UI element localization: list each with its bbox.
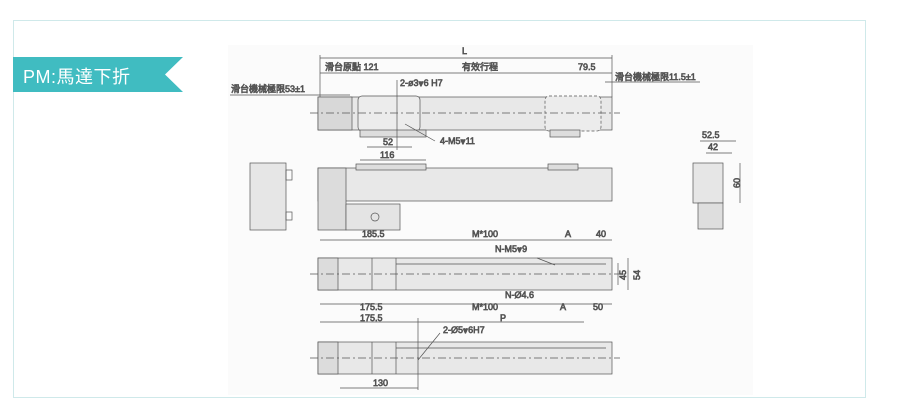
tap-hole-label: 4-M5⩔11 xyxy=(440,136,475,146)
top-view xyxy=(230,55,700,161)
tap-label: N-M5⩔9 xyxy=(495,244,527,254)
bottom-view-2 xyxy=(310,318,620,390)
dim-L: L xyxy=(462,46,467,56)
dim-175-5: 175.5 xyxy=(360,302,383,312)
dim-79-5: 79.5 xyxy=(578,62,596,72)
dim-40: 40 xyxy=(596,229,606,239)
dim-60: 60 xyxy=(732,178,742,188)
dim-42: 42 xyxy=(708,142,718,152)
dim-A-b: A xyxy=(560,302,566,312)
dim-130: 130 xyxy=(373,378,388,388)
limit-right: 滑台機械極限11.5±1 xyxy=(615,71,696,82)
dim-m100-b: M*100 xyxy=(472,302,498,312)
end-view xyxy=(692,140,741,230)
dim-45: 45 xyxy=(618,270,628,280)
section-ribbon: PM:馬達下折 xyxy=(13,57,183,92)
dim-stroke: 有效行程 xyxy=(462,61,498,72)
dim-116: 116 xyxy=(380,150,394,160)
section-label: PM:馬達下折 xyxy=(23,67,131,87)
dim-185-5: 185.5 xyxy=(362,229,385,239)
side-view xyxy=(249,162,613,231)
dim-52-5: 52.5 xyxy=(702,130,720,140)
hole-label: N-Ø4.6 xyxy=(505,290,534,300)
bottom-view-1 xyxy=(310,239,629,305)
dim-50: 50 xyxy=(593,302,603,312)
dim-P: P xyxy=(500,313,506,323)
dim-54: 54 xyxy=(632,270,642,280)
ribbon-shape xyxy=(13,57,183,92)
dim-A: A xyxy=(565,229,571,239)
dim-m100: M*100 xyxy=(472,229,498,239)
dimension-drawing: L 滑台原點 121 有效行程 79.5 滑台機械極限11.5±1 滑台機械極限… xyxy=(228,45,753,395)
dim-52: 52 xyxy=(383,137,393,147)
pin-hole-label: 2-ø3⩔6 H7 xyxy=(400,78,443,88)
dim-origin: 滑台原點 121 xyxy=(325,61,379,72)
dim-175-5-b: 175.5 xyxy=(360,313,383,323)
limit-left: 滑台機械極限53±1 xyxy=(231,83,305,94)
pin-label: 2-Ø5⩔6H7 xyxy=(443,325,485,335)
